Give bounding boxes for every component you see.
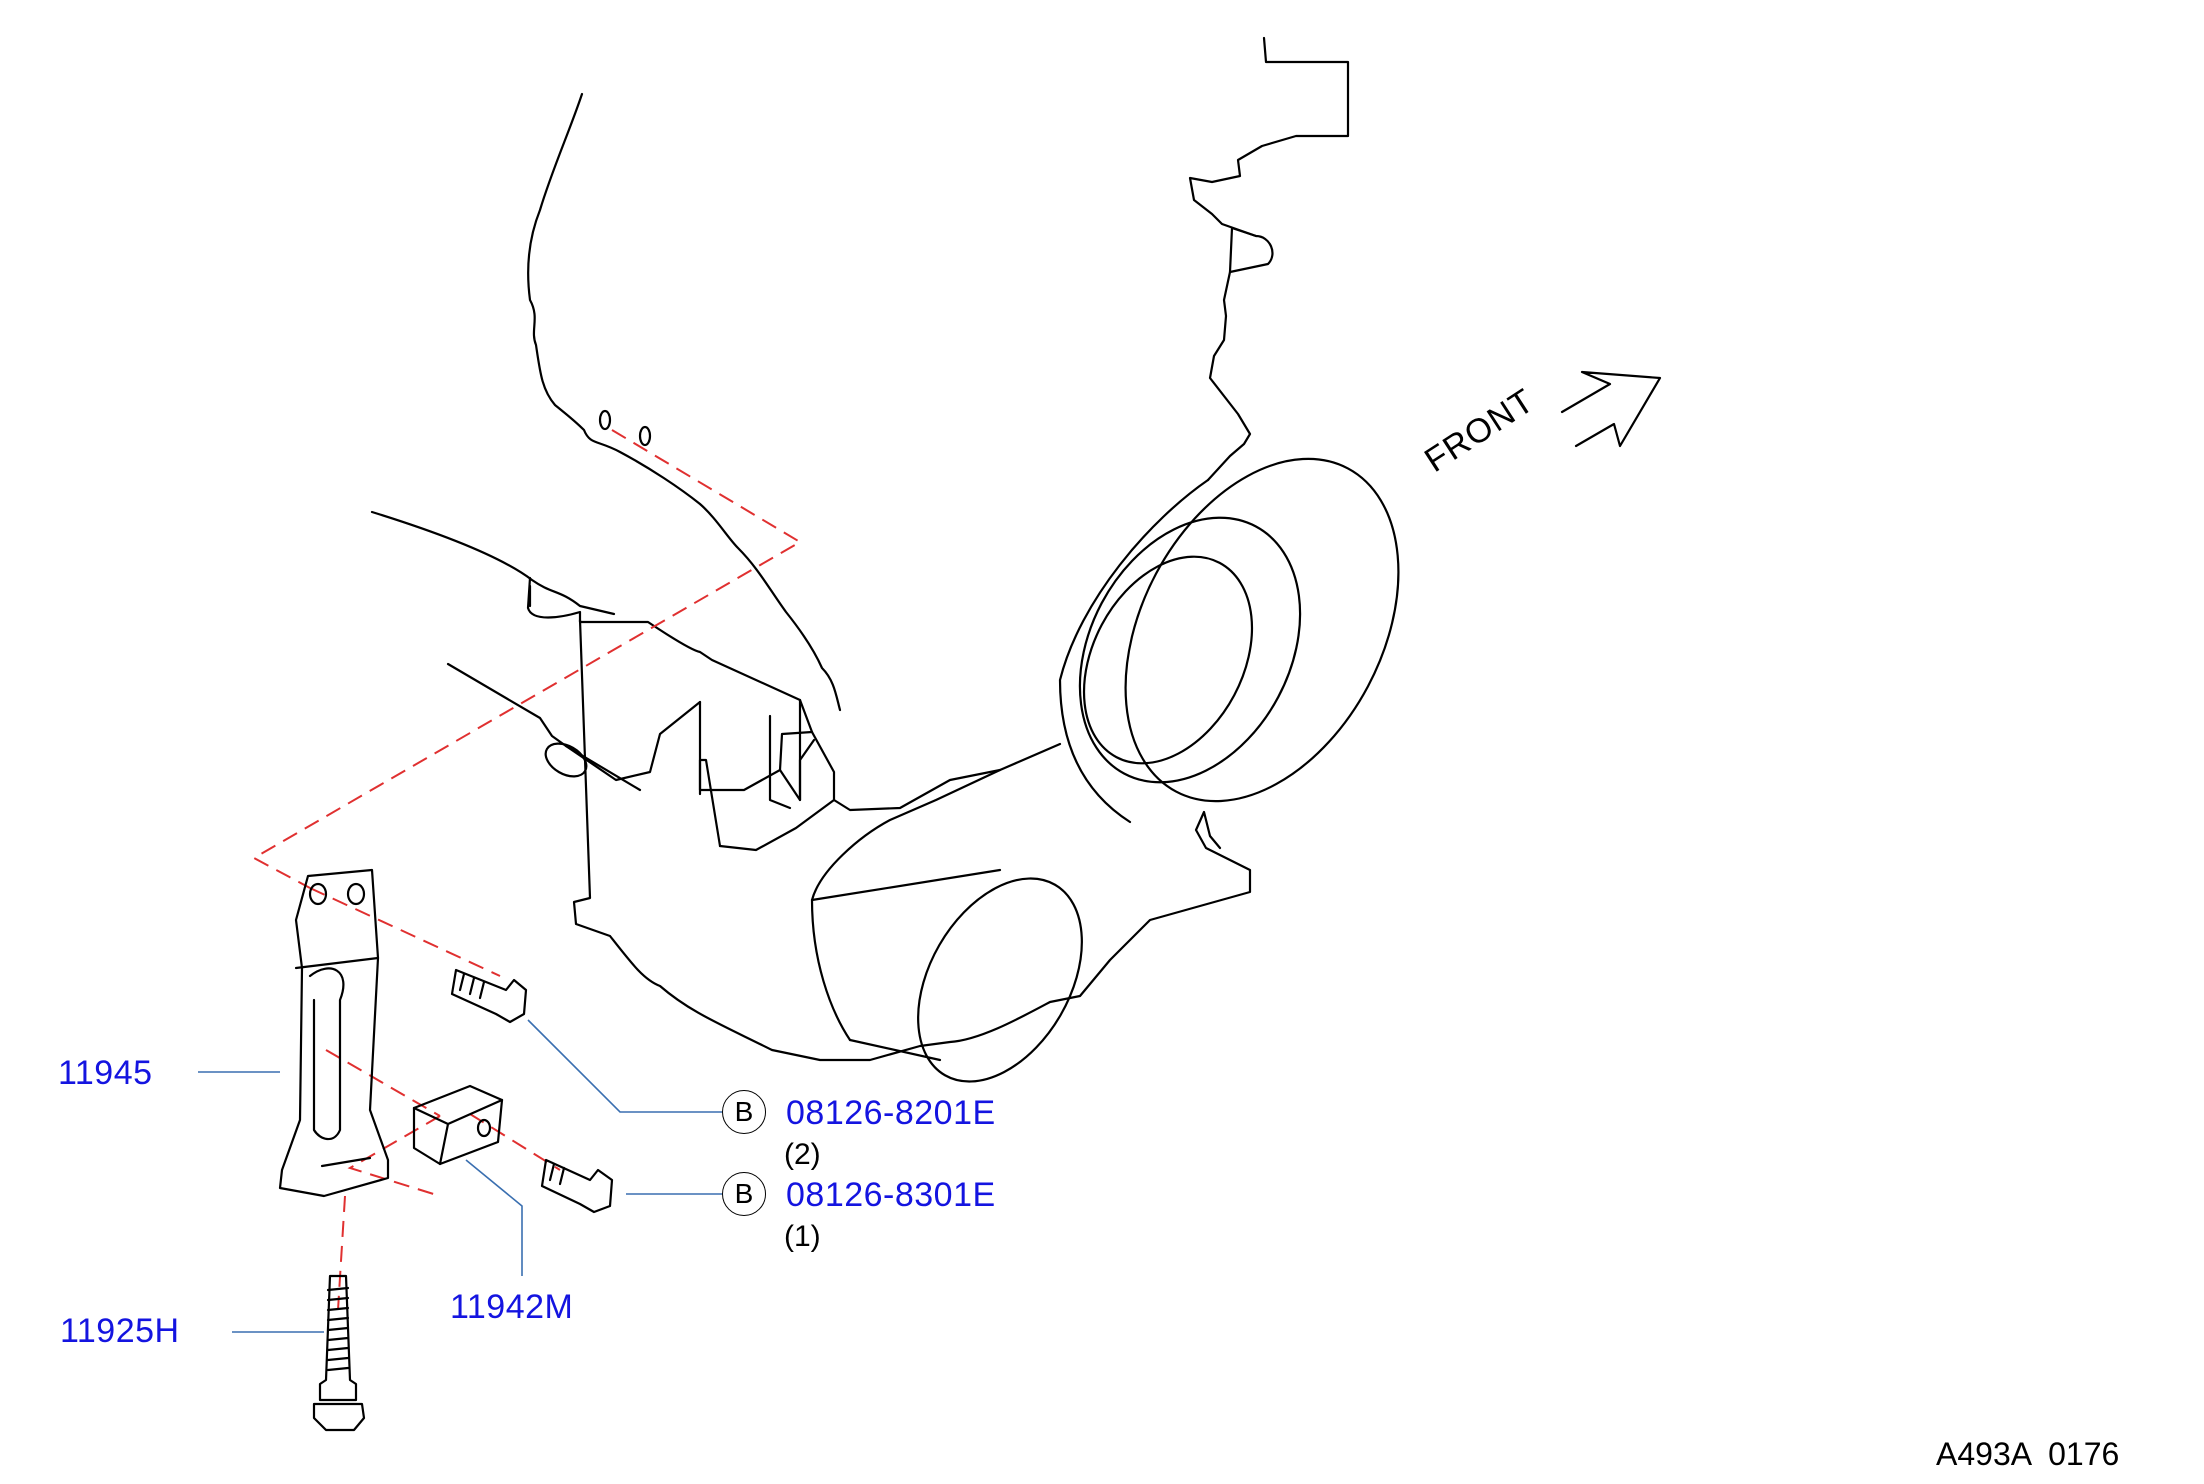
callout-11945: 11945 (58, 1054, 153, 1092)
bolt-11925h (312, 1274, 366, 1432)
callout-08126-8201e: 08126-8201E (786, 1094, 996, 1132)
leader-lines (198, 1019, 722, 1333)
quantity-label: (1) (784, 1220, 821, 1253)
turbocharger-assembly-outline (370, 36, 1400, 1083)
bolt-08126-8301e (540, 1158, 614, 1214)
b-badge-icon: B (722, 1172, 766, 1216)
b-badge-icon: B (722, 1090, 766, 1134)
spacer-part (412, 1084, 504, 1166)
callout-08126-8301e: 08126-8301E (786, 1176, 996, 1214)
callout-11942m: 11942M (450, 1288, 574, 1326)
assembly-guide-lines (251, 429, 802, 1311)
bolt-08126-8201e (450, 968, 528, 1024)
diagram-code: A493A 0176 (1936, 1436, 2120, 1472)
direction-arrow-icon (1560, 370, 1662, 448)
callout-11925h: 11925H (60, 1312, 180, 1350)
bracket-part (278, 868, 390, 1198)
quantity-label: (2) (784, 1138, 821, 1171)
